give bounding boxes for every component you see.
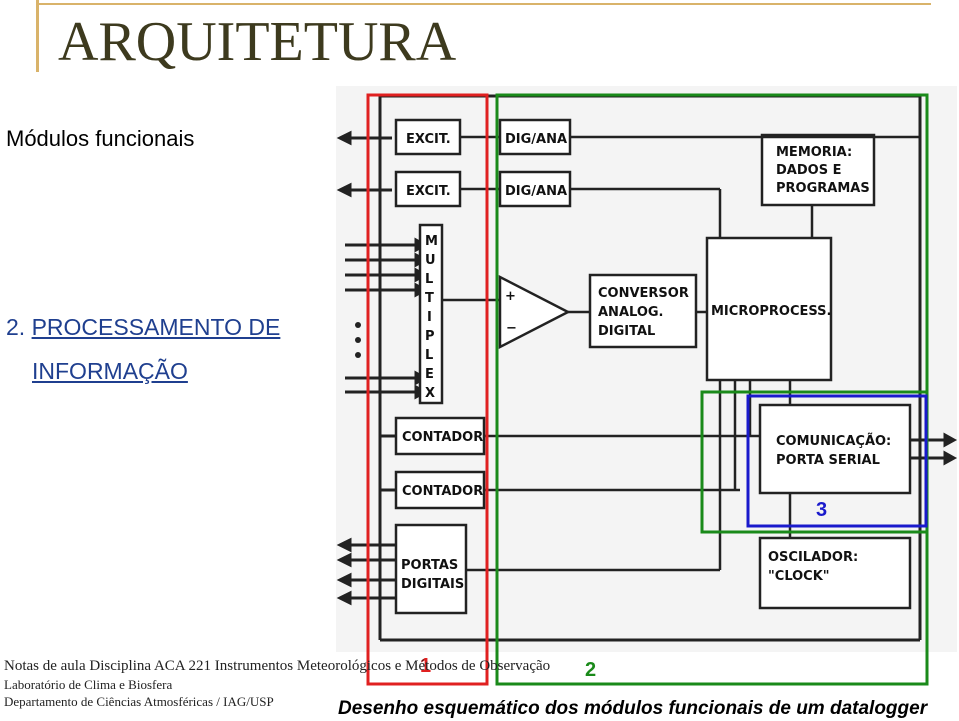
portas-label-1: PORTAS (401, 558, 458, 573)
memoria-block (760, 133, 876, 207)
oscilador-block (758, 536, 912, 610)
footer-department: Departamento de Ciências Atmosféricas / … (4, 694, 274, 709)
amp-minus: − (506, 321, 517, 336)
portas-label-2: DIGITAIS (401, 577, 464, 592)
oscilador-label-1: OSCILADOR: (768, 550, 858, 565)
section-heading: 2. PROCESSAMENTO DE INFORMAÇÃO (6, 305, 280, 393)
multiplex-block (418, 223, 444, 405)
section-line-2: INFORMAÇÃO (32, 358, 188, 384)
memoria-label-3: PROGRAMAS (776, 181, 870, 196)
figure-caption: Desenho esquemático dos módulos funciona… (338, 698, 928, 719)
multiplex-letter: I (427, 310, 432, 325)
microprocess-label: MICROPROCESS. (711, 304, 831, 319)
memoria-label-2: DADOS E (776, 163, 841, 178)
comunicacao-block (758, 403, 912, 495)
module-2-outline (495, 93, 929, 686)
multiplex-letter: P (425, 329, 435, 344)
microprocess-block (705, 236, 833, 382)
amplifier-symbol (498, 274, 571, 350)
multiplex-letter: T (425, 291, 434, 306)
conversor-label-1: CONVERSOR (598, 286, 689, 301)
digana-block-2 (498, 170, 572, 208)
multiplex-letter: X (425, 386, 435, 401)
multiplex-letter: E (425, 367, 434, 382)
comunicacao-label-1: COMUNICAÇÃO: (776, 433, 891, 449)
ellipsis-dots (355, 322, 361, 358)
page-title: ARQUITETURA (58, 11, 457, 73)
digana-label-1: DIG/ANA (505, 132, 567, 147)
section-line-1: PROCESSAMENTO DE (31, 314, 281, 340)
subtitle: Módulos funcionais (6, 126, 195, 151)
section-number: 2. (6, 314, 26, 340)
contador-block-1 (394, 416, 486, 456)
excit-block-1 (394, 118, 462, 156)
module-2-label: 2 (585, 659, 596, 681)
excit-label-1: EXCIT. (406, 132, 451, 147)
contador-label-2: CONTADOR (402, 484, 483, 499)
multiplex-letter: U (425, 253, 436, 268)
conversor-label-2: ANALOG. (598, 305, 663, 320)
footer-course: Notas de aula Disciplina ACA 221 Instrum… (4, 658, 551, 674)
contador-label-1: CONTADOR (402, 430, 483, 445)
multiplex-letters: M U L T I P L E X (425, 234, 438, 401)
contador-block-2 (394, 470, 486, 510)
comunicacao-label-2: PORTA SERIAL (776, 453, 880, 468)
module-3-label: 3 (816, 499, 827, 521)
module-3-outline (746, 394, 928, 528)
conversor-label-3: DIGITAL (598, 324, 655, 339)
module-1-label: 1 (420, 655, 431, 677)
memoria-label-1: MEMORIA: (776, 145, 852, 160)
output-arrows (910, 432, 958, 466)
multiplex-letter: L (425, 272, 433, 287)
module-1-outline (366, 93, 489, 686)
amp-plus: + (505, 289, 516, 304)
multiplex-letter: L (425, 348, 433, 363)
excit-label-2: EXCIT. (406, 184, 451, 199)
digana-label-2: DIG/ANA (505, 184, 567, 199)
title-rule-vertical (36, 0, 39, 72)
portas-block (394, 523, 468, 615)
footer-lab: Laboratório de Clima e Biosfera (4, 677, 173, 692)
digana-block-1 (498, 118, 572, 156)
oscilador-label-2: "CLOCK" (768, 569, 830, 584)
multiplex-letter: M (425, 234, 438, 249)
title-rule-horizontal (36, 3, 931, 5)
